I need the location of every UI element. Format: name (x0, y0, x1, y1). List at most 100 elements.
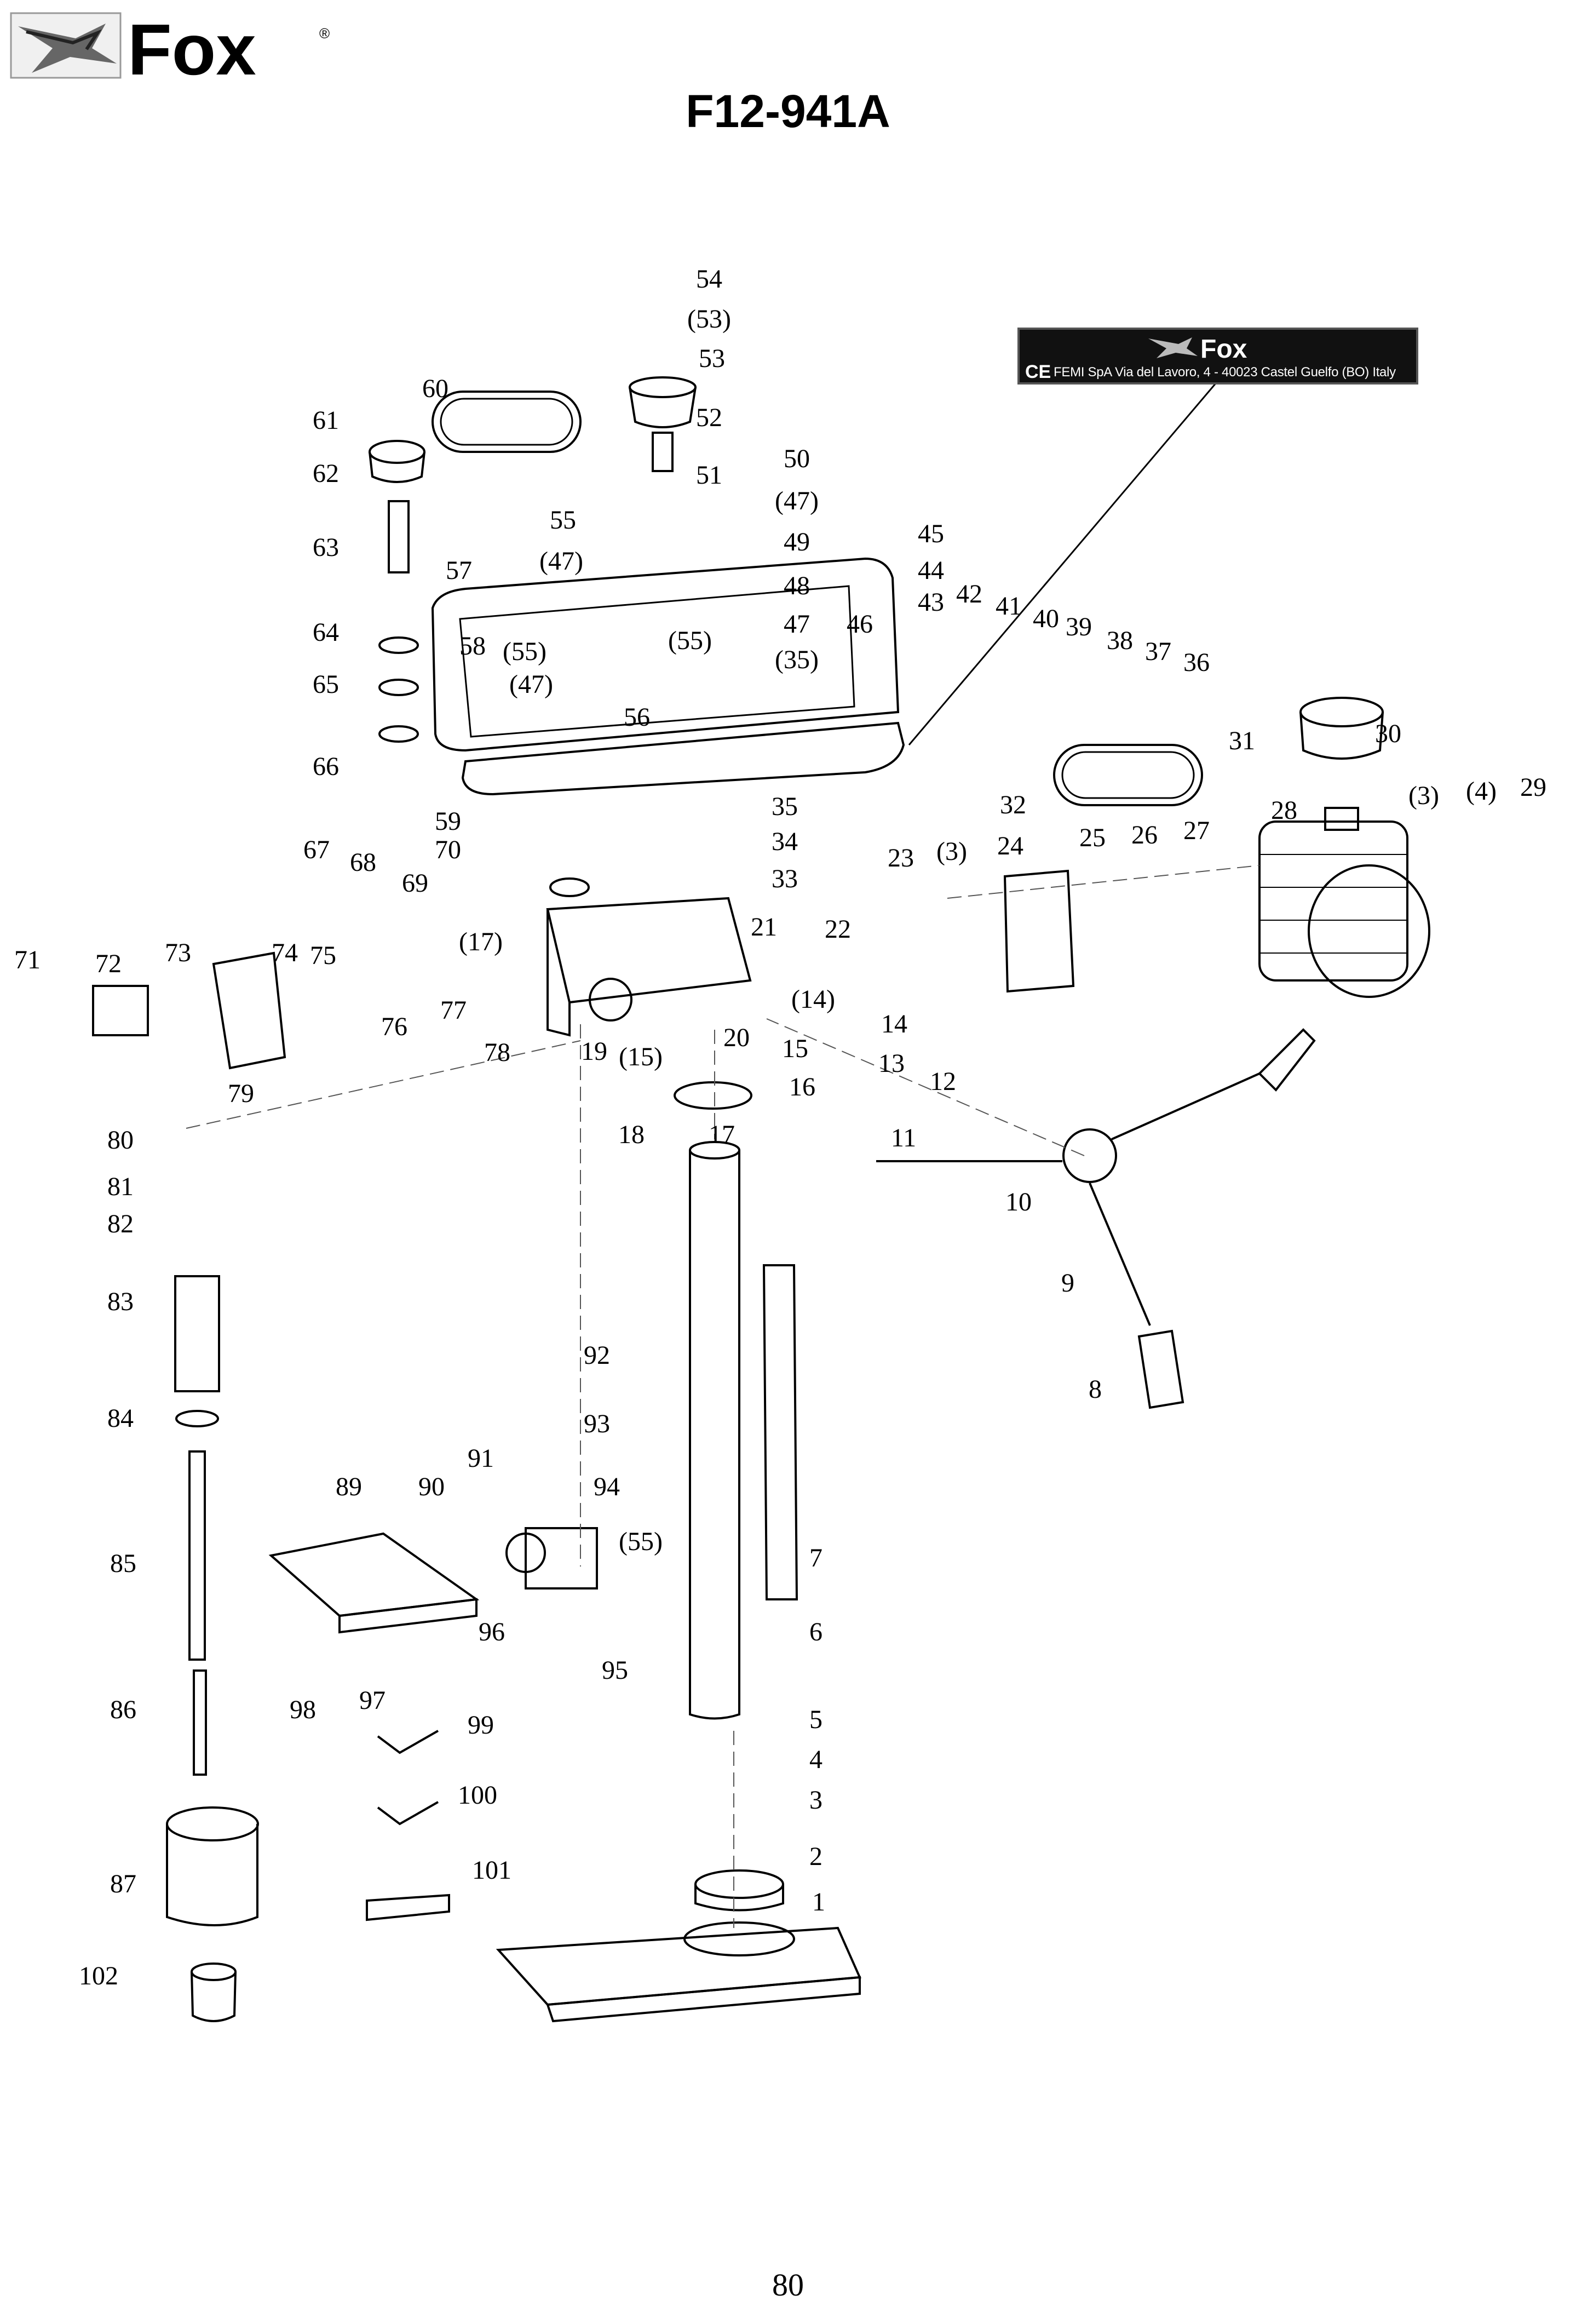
page-number: 80 (772, 2267, 804, 2303)
quill-bore (589, 978, 632, 1022)
callout-47b: (47) (539, 547, 583, 576)
callout-22: 22 (825, 915, 851, 944)
bearing-66 (378, 725, 419, 743)
callout-96: 96 (479, 1617, 505, 1646)
callout-17a: (17) (459, 927, 503, 956)
motor-fins (1259, 854, 1407, 954)
callout-39: 39 (1066, 612, 1092, 641)
callout-92: 92 (584, 1341, 610, 1370)
handle-9 (1089, 1183, 1151, 1326)
callout-78: 78 (484, 1038, 510, 1067)
chuck-102-top (191, 1963, 237, 1981)
callout-1: 1 (812, 1887, 825, 1916)
part-outlines (92, 376, 1430, 2023)
callout-40: 40 (1033, 604, 1059, 633)
callout-48: 48 (784, 571, 810, 600)
callout-55d: (55) (619, 1527, 663, 1556)
callout-59: 59 (435, 807, 461, 836)
callout-47: 47 (784, 610, 810, 639)
callout-73: 73 (165, 938, 191, 967)
knob-8 (1137, 1329, 1184, 1409)
callout-44: 44 (918, 556, 944, 585)
callout-14a: (14) (791, 985, 835, 1014)
callout-25: 25 (1079, 823, 1106, 852)
nameplate-label: Fox CE FEMI SpA Via del Lavoro, 4 - 4002… (1017, 328, 1418, 385)
model-title: F12-941A (686, 85, 890, 137)
callout-82: 82 (107, 1209, 134, 1238)
callout-64: 64 (313, 618, 339, 647)
nameplate-leader (908, 383, 1217, 745)
belt-32 (1053, 744, 1203, 806)
callout-18: 18 (618, 1120, 645, 1149)
callout-3b: (3) (936, 837, 967, 866)
nameplate-logo-text: Fox (1200, 335, 1247, 361)
callout-9: 9 (1061, 1269, 1074, 1298)
callout-49: 49 (784, 527, 810, 556)
callout-17: 17 (709, 1120, 735, 1149)
callout-76: 76 (381, 1012, 407, 1041)
manufacturer-address: FEMI SpA Via del Lavoro, 4 - 40023 Caste… (1054, 365, 1396, 380)
callout-53: 53 (699, 344, 725, 373)
callout-72: 72 (95, 949, 122, 978)
column-flange-2 (694, 1884, 784, 1912)
callout-93: 93 (584, 1409, 610, 1438)
table-bracket-ring (505, 1533, 546, 1573)
fox-logo: Fox ® (10, 9, 333, 90)
callout-41: 41 (996, 592, 1022, 621)
callout-84: 84 (107, 1404, 134, 1433)
wedge-101 (366, 1893, 450, 1921)
belt-cover (431, 557, 900, 752)
callout-57: 57 (446, 556, 472, 585)
callout-65: 65 (313, 670, 339, 699)
callout-6: 6 (809, 1617, 822, 1646)
allen-key-100 (377, 1801, 439, 1826)
callout-12: 12 (930, 1067, 956, 1096)
base-1-front (546, 1976, 861, 2023)
callout-83: 83 (107, 1287, 134, 1316)
callout-34: 34 (772, 827, 798, 856)
callout-50: 50 (784, 444, 810, 473)
callout-2: 2 (809, 1842, 822, 1871)
callout-15: 15 (782, 1034, 808, 1063)
callout-47c: (47) (509, 670, 553, 699)
callout-91: 91 (468, 1444, 494, 1473)
callout-86: 86 (110, 1695, 136, 1724)
fox-mascot-icon: Fox ® (10, 9, 330, 90)
knob-upper (1258, 1028, 1316, 1092)
callout-77: 77 (440, 996, 467, 1025)
callout-42: 42 (956, 579, 982, 609)
callout-80: 80 (107, 1126, 134, 1155)
callout-54: 54 (696, 265, 722, 294)
column-6 (689, 1150, 740, 1720)
callout-75: 75 (310, 941, 336, 970)
callout-30: 30 (1375, 719, 1401, 748)
callout-24: 24 (997, 831, 1023, 860)
callout-38: 38 (1107, 626, 1133, 655)
callout-52: 52 (696, 403, 722, 432)
switch-72 (92, 985, 149, 1036)
callout-35: 35 (772, 792, 798, 821)
column-flange-2-top (694, 1869, 784, 1899)
callout-58: 58 (459, 632, 486, 661)
callout-36: 36 (1183, 648, 1210, 677)
motor-end-cap (1308, 864, 1430, 998)
switch-box-79 (212, 951, 286, 1070)
bearing-64 (378, 636, 419, 654)
callout-90: 90 (418, 1472, 445, 1501)
callout-4a: (4) (1466, 777, 1497, 806)
callout-94: 94 (594, 1472, 620, 1501)
callout-85: 85 (110, 1549, 136, 1578)
registered-mark: ® (319, 25, 330, 42)
pulley-62 (369, 451, 425, 483)
callout-74: 74 (272, 938, 298, 967)
callout-10: 10 (1005, 1187, 1032, 1216)
callout-71: 71 (14, 945, 41, 974)
callout-79: 79 (228, 1079, 254, 1108)
table-89-edge (338, 1598, 478, 1634)
callout-3: 3 (809, 1786, 822, 1815)
callout-4: 4 (809, 1745, 822, 1774)
handle-rod-upper (1111, 1072, 1260, 1140)
callout-68: 68 (350, 848, 376, 877)
callout-67: 67 (303, 835, 330, 864)
rack-7 (762, 1264, 798, 1600)
